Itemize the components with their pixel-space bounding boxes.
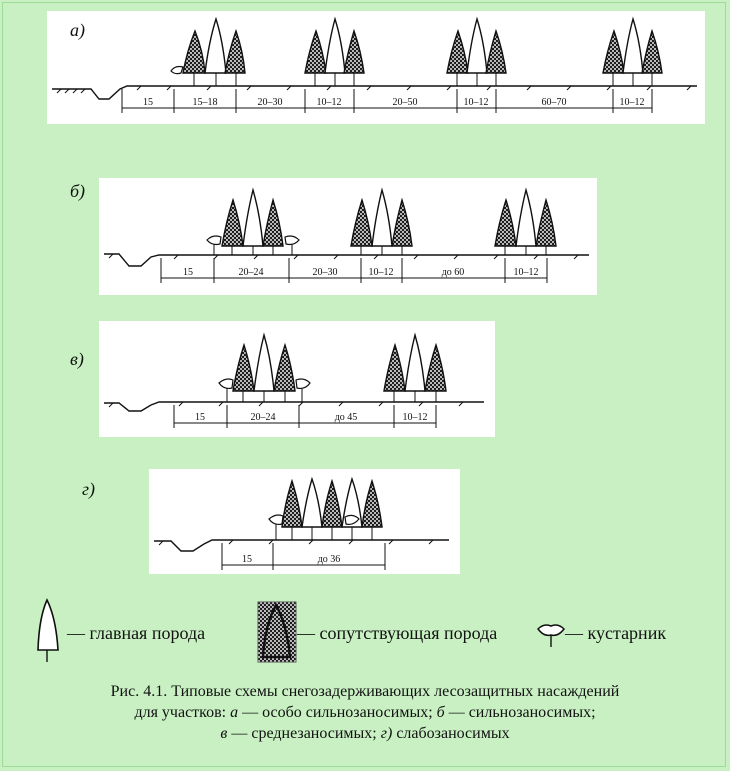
- tree-group-2: [304, 16, 365, 86]
- legend-main-label: — главная порода: [67, 623, 206, 643]
- caption-letter-a: а: [230, 704, 239, 721]
- dim-b-2: 20–24: [239, 267, 264, 278]
- dim-b-5: до 60: [442, 267, 465, 278]
- scheme-panel-a: 15 15–18 20–30 10–12 20–50 10–12 60–70 1…: [47, 11, 705, 124]
- caption-text-v: — среднезаносимых;: [227, 725, 381, 742]
- dim-a-1: 15: [143, 97, 153, 108]
- dim-a-4: 10–12: [317, 97, 342, 108]
- panel-label-a: а): [70, 20, 85, 40]
- scheme-panel-v: 15 20–24 до 45 10–12: [99, 321, 495, 437]
- caption-text-a: — особо сильнозаносимых;: [238, 704, 437, 721]
- panel-label-g: г): [82, 479, 96, 499]
- caption-line-2: для участков: а — особо сильнозаносимых;…: [0, 702, 730, 723]
- scheme-b-drawing: 15 20–24 20–30 10–12 до 60 10–12: [104, 187, 589, 283]
- tree-group-1: [170, 16, 246, 86]
- dim-a-7: 60–70: [542, 97, 567, 108]
- panel-label-v: в): [70, 349, 84, 369]
- tree-group-v1: [218, 332, 311, 402]
- dim-b-6: 10–12: [514, 267, 539, 278]
- companion-species-symbol: [257, 601, 297, 663]
- dim-a-8: 10–12: [620, 97, 645, 108]
- caption-line-3: в — среднезаносимых; г) слабозаносимых: [0, 723, 730, 744]
- dim-v-4: 10–12: [403, 412, 428, 423]
- dim-g-2: до 36: [318, 554, 341, 565]
- legend-companion-label: — сопутствующая порода: [297, 623, 498, 643]
- dim-a-2: 15–18: [193, 97, 218, 108]
- tree-group-b2: [350, 187, 413, 255]
- tree-group-v2: [383, 332, 447, 402]
- dim-v-1: 15: [195, 412, 205, 423]
- caption-prefix: для участков:: [134, 704, 231, 721]
- tree-group-b1: [206, 187, 300, 255]
- scheme-a-drawing: 15 15–18 20–30 10–12 20–50 10–12 60–70 1…: [52, 16, 697, 113]
- tree-group-g1: [268, 476, 383, 540]
- dim-b-1: 15: [183, 267, 193, 278]
- dim-a-3: 20–30: [258, 97, 283, 108]
- tree-group-3: [446, 16, 507, 86]
- legend: — главная порода — сопутствующая порода …: [0, 598, 730, 668]
- scheme-g-drawing: 15 до 36: [154, 476, 449, 570]
- dim-b-4: 10–12: [369, 267, 394, 278]
- caption-text-g: слабозаносимых: [392, 725, 510, 742]
- caption-letter-b: б: [436, 704, 445, 721]
- dim-g-1: 15: [242, 554, 252, 565]
- figure-caption: Рис. 4.1. Типовые схемы снегозадерживающ…: [0, 681, 730, 744]
- caption-letter-v: в: [220, 725, 228, 742]
- legend-shrub-label: — кустарник: [565, 623, 667, 643]
- tree-group-4: [602, 16, 663, 86]
- scheme-v-drawing: 15 20–24 до 45 10–12: [104, 332, 484, 428]
- dim-v-3: до 45: [335, 412, 358, 423]
- panel-label-b: б): [70, 181, 86, 201]
- shrub-symbol: [537, 624, 565, 647]
- scheme-panel-g: 15 до 36: [149, 469, 460, 574]
- tree-group-b3: [494, 187, 557, 255]
- caption-text-b: — сильнозаносимых;: [444, 704, 596, 721]
- caption-letter-g: г): [380, 725, 393, 742]
- dim-v-2: 20–24: [251, 412, 276, 423]
- dim-a-5: 20–50: [393, 97, 418, 108]
- dim-b-3: 20–30: [313, 267, 338, 278]
- main-species-symbol: [37, 598, 59, 662]
- scheme-panel-b: 15 20–24 20–30 10–12 до 60 10–12: [99, 178, 597, 295]
- dim-a-6: 10–12: [464, 97, 489, 108]
- caption-line-1: Рис. 4.1. Типовые схемы снегозадерживающ…: [110, 683, 620, 700]
